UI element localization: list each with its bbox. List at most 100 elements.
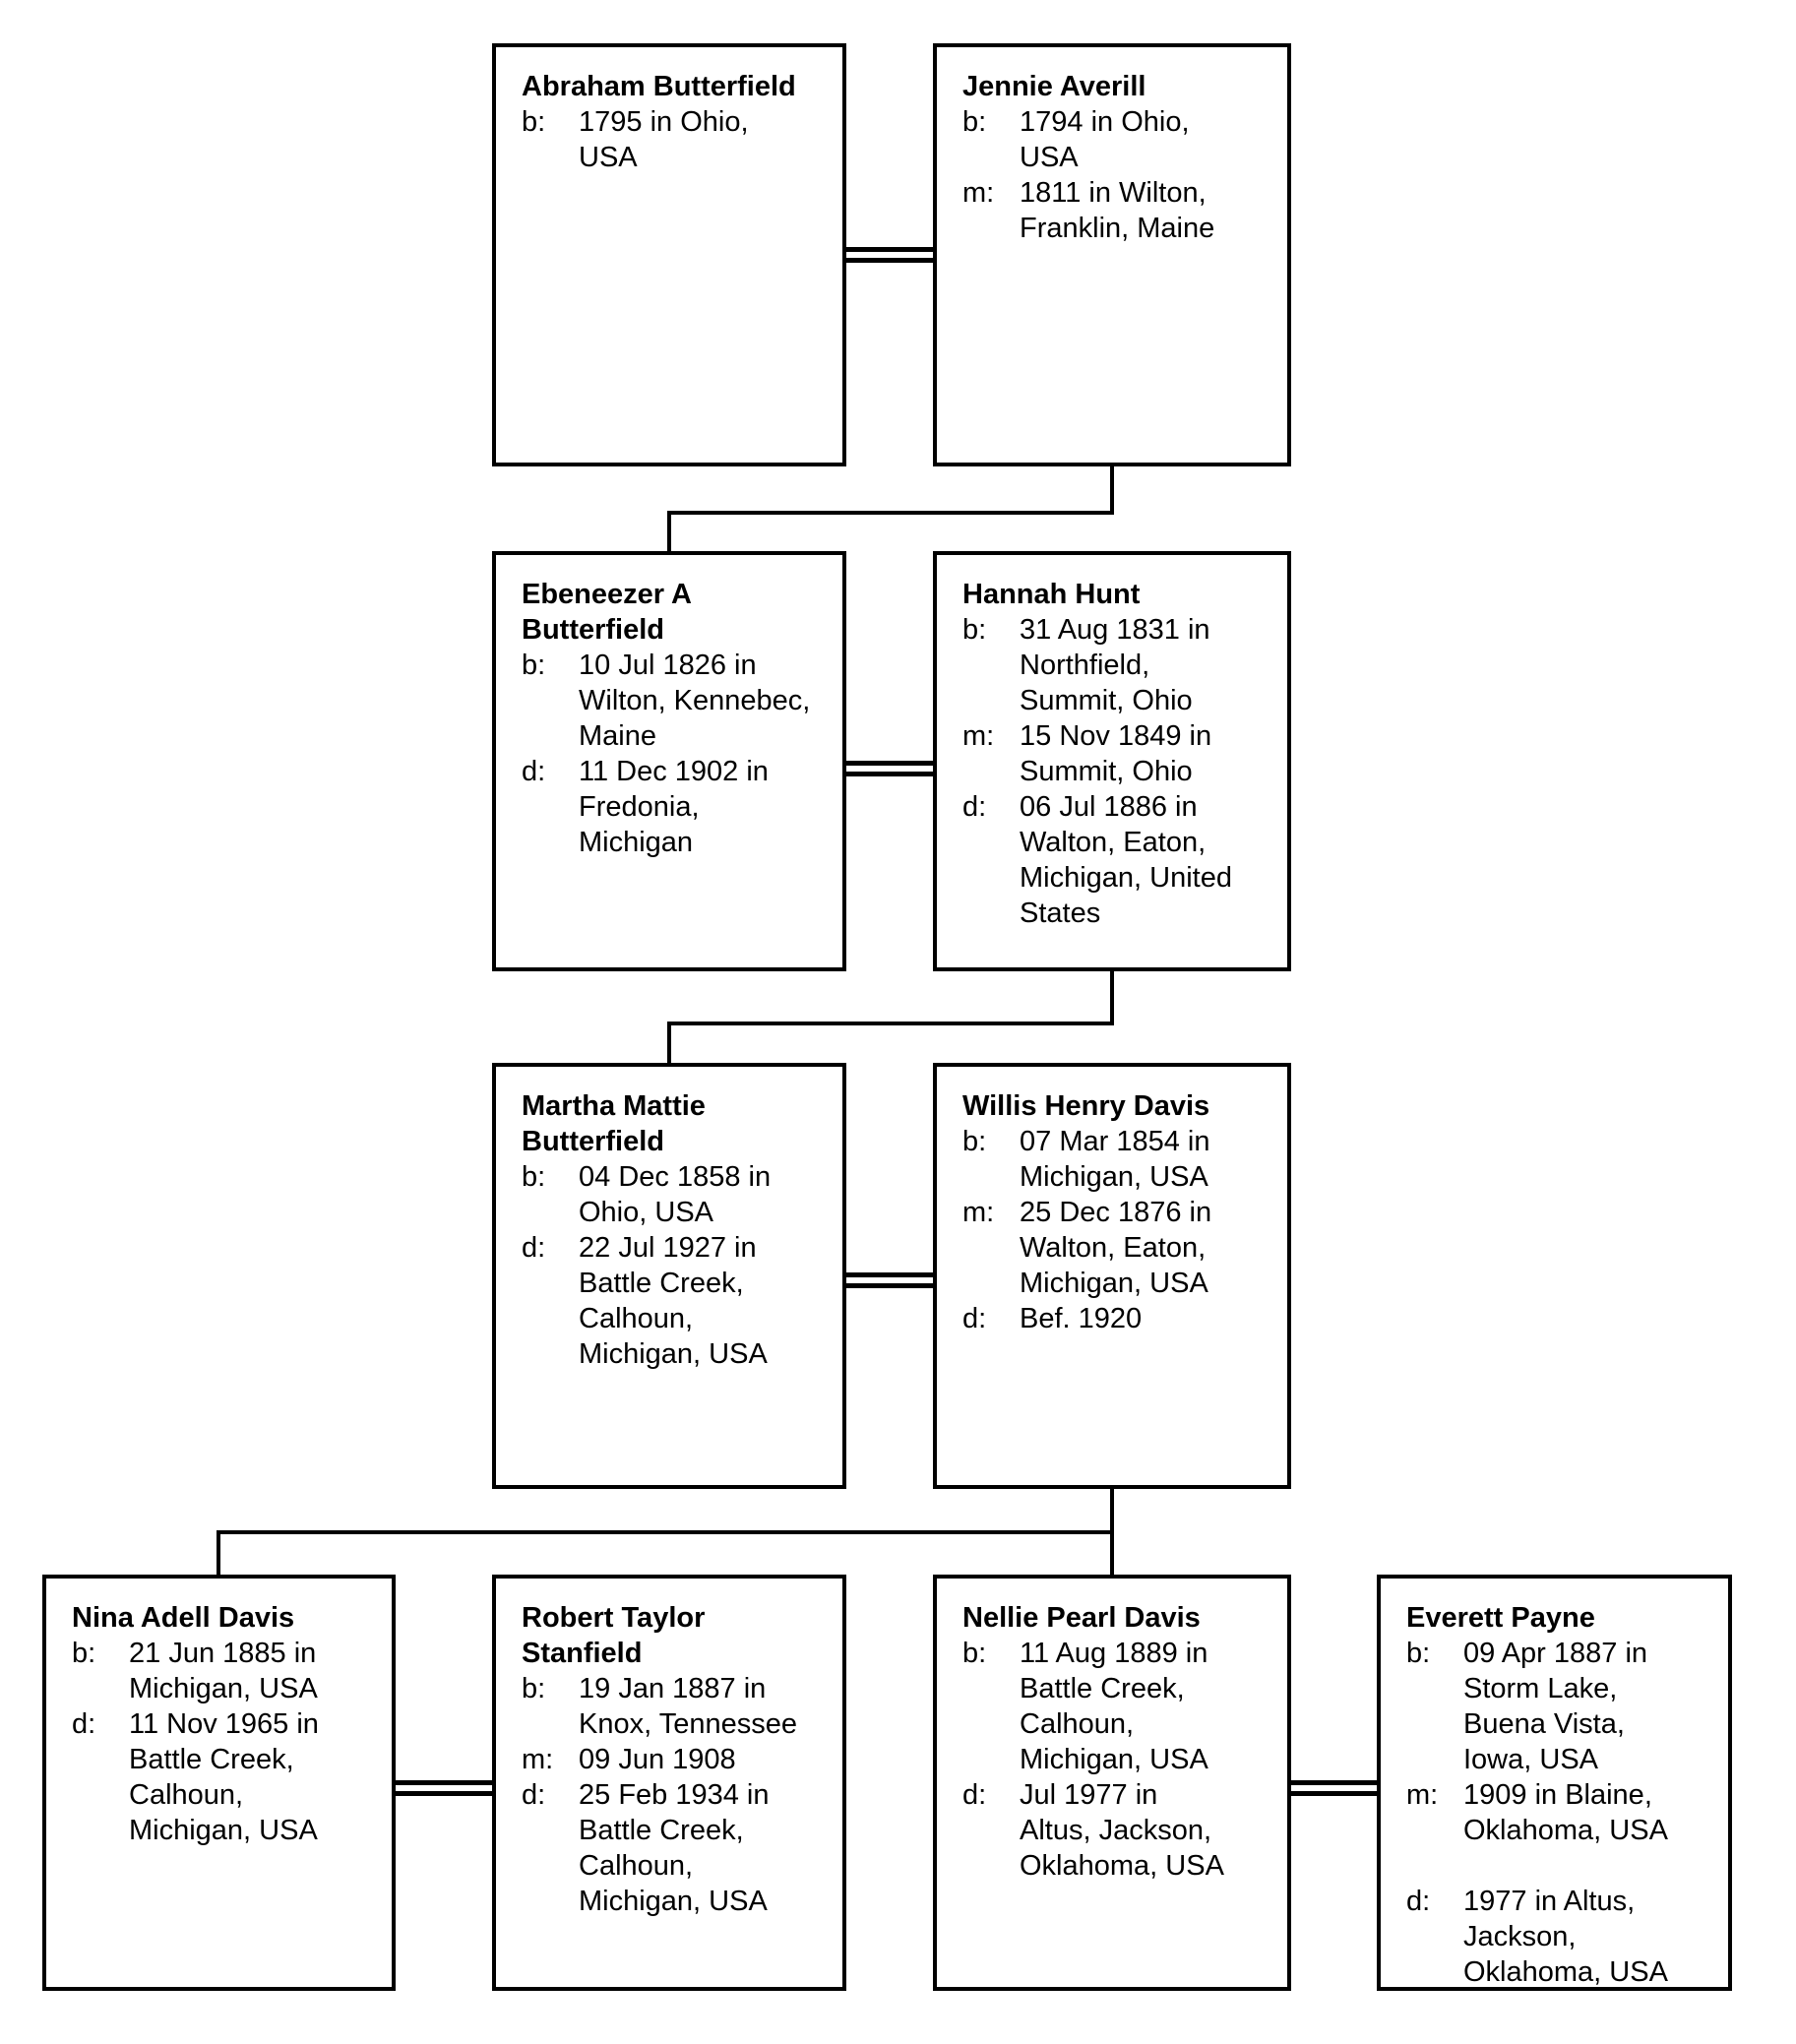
- person-name: Willis Henry Davis: [962, 1090, 1210, 1122]
- person-box-hannah-hunt[interactable]: Hannah Hunt b: 31 Aug 1831 in Northfield…: [933, 551, 1291, 971]
- person-name: Everett Payne: [1406, 1602, 1595, 1634]
- detail-label: m:: [962, 177, 995, 209]
- detail-label: m:: [962, 1197, 995, 1228]
- detail-label: [1406, 1848, 1463, 1884]
- detail-label: d:: [522, 756, 546, 787]
- detail-row: d: 11 Dec 1902 in Fredonia, Michigan: [522, 754, 823, 860]
- detail-row: b: 11 Aug 1889 in Battle Creek, Calhoun,…: [962, 1636, 1268, 1777]
- detail-row: b: 04 Dec 1858 in Ohio, USA: [522, 1159, 823, 1230]
- detail-value: 10 Jul 1826 in Wilton, Kennebec, Maine: [579, 650, 811, 752]
- detail-label: b:: [1406, 1638, 1431, 1669]
- detail-label: b:: [962, 1126, 987, 1157]
- marriage-connector-ebeneezer-hannah: [846, 761, 933, 776]
- detail-row: m: 1909 in Blaine, Oklahoma, USA: [1406, 1777, 1708, 1848]
- detail-label: b:: [522, 1161, 546, 1193]
- detail-row: d: 25 Feb 1934 in Battle Creek, Calhoun,…: [522, 1777, 823, 1919]
- detail-value: 1794 in Ohio, USA: [1020, 106, 1190, 173]
- detail-label: m:: [1406, 1779, 1439, 1811]
- marriage-connector-abraham-jennie: [846, 247, 933, 263]
- person-box-willis-henry-davis[interactable]: Willis Henry Davis b: 07 Mar 1854 in Mic…: [933, 1063, 1291, 1489]
- detail-row: d: 1977 in Altus, Jackson, Oklahoma, USA: [1406, 1884, 1708, 1990]
- detail-value: 25 Dec 1876 in Walton, Eaton, Michigan, …: [1020, 1197, 1212, 1299]
- detail-row: b: 31 Aug 1831 in Northfield, Summit, Oh…: [962, 612, 1268, 718]
- detail-value: 1909 in Blaine, Oklahoma, USA: [1463, 1779, 1668, 1846]
- descent-line-gen1-child: [667, 511, 671, 555]
- detail-value: 15 Nov 1849 in Summit, Ohio: [1020, 720, 1212, 787]
- detail-row: d: 22 Jul 1927 in Battle Creek, Calhoun,…: [522, 1230, 823, 1372]
- descent-line-gen2-rail: [667, 1022, 1114, 1025]
- detail-value: 1795 in Ohio, USA: [579, 106, 749, 173]
- detail-row: m: 09 Jun 1908: [522, 1742, 823, 1777]
- detail-row: b: 07 Mar 1854 in Michigan, USA: [962, 1124, 1268, 1195]
- detail-value: [1463, 1848, 1708, 1884]
- person-box-everett-payne[interactable]: Everett Payne b: 09 Apr 1887 in Storm La…: [1377, 1575, 1732, 1991]
- detail-value: 21 Jun 1885 in Michigan, USA: [129, 1638, 318, 1704]
- detail-label: m:: [962, 720, 995, 752]
- detail-row: b: 19 Jan 1887 in Knox, Tennessee: [522, 1671, 823, 1742]
- detail-row-spacer: [1406, 1848, 1708, 1884]
- detail-value: 19 Jan 1887 in Knox, Tennessee: [579, 1673, 797, 1740]
- detail-label: d:: [1406, 1886, 1431, 1917]
- detail-row: m: 25 Dec 1876 in Walton, Eaton, Michiga…: [962, 1195, 1268, 1301]
- detail-label: d:: [72, 1708, 96, 1740]
- detail-row: b: 10 Jul 1826 in Wilton, Kennebec, Main…: [522, 648, 823, 754]
- person-box-nina-adell-davis[interactable]: Nina Adell Davis b: 21 Jun 1885 in Michi…: [42, 1575, 396, 1991]
- detail-label: b:: [72, 1638, 96, 1669]
- detail-value: 09 Apr 1887 in Storm Lake, Buena Vista, …: [1463, 1638, 1648, 1775]
- person-name: Nellie Pearl Davis: [962, 1602, 1201, 1634]
- person-box-nellie-pearl-davis[interactable]: Nellie Pearl Davis b: 11 Aug 1889 in Bat…: [933, 1575, 1291, 1991]
- marriage-connector-martha-willis: [846, 1272, 933, 1288]
- descent-line-gen2-drop: [1110, 971, 1114, 1025]
- detail-value: 1977 in Altus, Jackson, Oklahoma, USA: [1463, 1886, 1668, 1988]
- detail-label: b:: [962, 1638, 987, 1669]
- detail-row: b: 21 Jun 1885 in Michigan, USA: [72, 1636, 372, 1706]
- person-box-jennie-averill[interactable]: Jennie Averill b: 1794 in Ohio, USA m: 1…: [933, 43, 1291, 466]
- detail-label: d:: [522, 1232, 546, 1264]
- detail-value: 1811 in Wilton, Franklin, Maine: [1020, 177, 1215, 244]
- person-name: Hannah Hunt: [962, 579, 1141, 610]
- marriage-connector-nina-robert: [396, 1780, 492, 1796]
- person-box-abraham-butterfield[interactable]: Abraham Butterfield b: 1795 in Ohio, USA: [492, 43, 846, 466]
- person-name: Martha Mattie Butterfield: [522, 1090, 706, 1157]
- descent-line-gen3-rail: [217, 1530, 1114, 1534]
- descent-line-gen1-drop: [1110, 466, 1114, 515]
- detail-label: m:: [522, 1744, 554, 1775]
- detail-row: m: 15 Nov 1849 in Summit, Ohio: [962, 718, 1268, 789]
- detail-value: 11 Aug 1889 in Battle Creek, Calhoun, Mi…: [1020, 1638, 1208, 1775]
- descent-line-gen2-child: [667, 1022, 671, 1067]
- detail-label: b:: [522, 650, 546, 681]
- person-box-martha-mattie-butterfield[interactable]: Martha Mattie Butterfield b: 04 Dec 1858…: [492, 1063, 846, 1489]
- detail-row: d: Jul 1977 in Altus, Jackson, Oklahoma,…: [962, 1777, 1268, 1884]
- person-box-ebeneezer-a-butterfield[interactable]: Ebeneezer A Butterfield b: 10 Jul 1826 i…: [492, 551, 846, 971]
- detail-value: 06 Jul 1886 in Walton, Eaton, Michigan, …: [1020, 791, 1232, 929]
- detail-row: d: Bef. 1920: [962, 1301, 1268, 1336]
- detail-value: Bef. 1920: [1020, 1303, 1143, 1334]
- detail-label: d:: [962, 1303, 987, 1334]
- detail-row: b: 1794 in Ohio, USA: [962, 104, 1268, 175]
- detail-row: m: 1811 in Wilton, Franklin, Maine: [962, 175, 1268, 246]
- detail-value: 11 Nov 1965 in Battle Creek, Calhoun, Mi…: [129, 1708, 319, 1846]
- detail-label: b:: [522, 1673, 546, 1704]
- person-name: Nina Adell Davis: [72, 1602, 295, 1634]
- detail-label: b:: [522, 106, 546, 138]
- detail-value: 25 Feb 1934 in Battle Creek, Calhoun, Mi…: [579, 1779, 770, 1917]
- detail-label: b:: [962, 106, 987, 138]
- person-name: Robert Taylor Stanfield: [522, 1602, 706, 1669]
- detail-label: d:: [962, 1779, 987, 1811]
- detail-label: d:: [962, 791, 987, 823]
- detail-value: 04 Dec 1858 in Ohio, USA: [579, 1161, 772, 1228]
- marriage-connector-nellie-everett: [1291, 1780, 1377, 1796]
- detail-value: 31 Aug 1831 in Northfield, Summit, Ohio: [1020, 614, 1210, 716]
- person-box-robert-taylor-stanfield[interactable]: Robert Taylor Stanfield b: 19 Jan 1887 i…: [492, 1575, 846, 1991]
- detail-value: 22 Jul 1927 in Battle Creek, Calhoun, Mi…: [579, 1232, 768, 1370]
- detail-value: 07 Mar 1854 in Michigan, USA: [1020, 1126, 1210, 1193]
- detail-row: b: 09 Apr 1887 in Storm Lake, Buena Vist…: [1406, 1636, 1708, 1777]
- detail-value: Jul 1977 in Altus, Jackson, Oklahoma, US…: [1020, 1779, 1224, 1882]
- person-name: Abraham Butterfield: [522, 71, 796, 102]
- detail-value: 09 Jun 1908: [579, 1744, 736, 1775]
- detail-label: d:: [522, 1779, 546, 1811]
- detail-label: b:: [962, 614, 987, 646]
- person-name: Ebeneezer A Butterfield: [522, 579, 692, 646]
- descent-line-gen3-child-nina: [217, 1530, 220, 1579]
